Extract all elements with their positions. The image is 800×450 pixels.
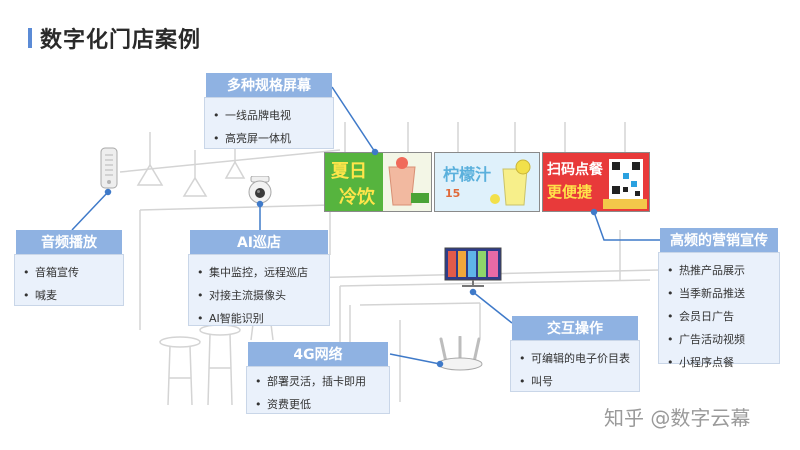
list-item: 集中监控，远程巡店	[189, 261, 329, 284]
monitor-icon	[444, 247, 502, 289]
screen-lemon-price: 15	[445, 187, 461, 200]
list-item: 喊麦	[15, 284, 123, 307]
connector-interactive	[472, 291, 513, 324]
callout-audio-title: 音频播放	[16, 230, 122, 256]
list-item: 音箱宣传	[15, 261, 123, 284]
watermark: 知乎 @数字云幕	[604, 406, 751, 430]
lemon-drink-illustration	[490, 159, 531, 206]
qr-code-icon	[603, 159, 647, 209]
screen-scan-order: 扫码点餐 更便捷	[542, 152, 650, 212]
callout-network-title: 4G网络	[248, 342, 388, 368]
list-item: 会员日广告	[659, 305, 779, 328]
title-accent-bar	[28, 28, 32, 48]
list-item: 部署灵活，插卡即用	[247, 370, 389, 393]
router-icon	[436, 335, 484, 372]
screen-summer-line1: 夏日	[331, 161, 367, 182]
list-item: 资费更低	[247, 393, 389, 416]
callout-screens-title: 多种规格屏幕	[206, 73, 332, 99]
list-item: 小程序点餐	[659, 351, 779, 374]
list-item: 广告活动视频	[659, 328, 779, 351]
connector-marketing	[593, 211, 660, 241]
connector-audio	[71, 191, 109, 231]
connector-screens	[331, 86, 376, 153]
callout-screens-box: 一线品牌电视 高亮屏一体机	[204, 97, 334, 150]
connector-network	[389, 353, 441, 365]
list-item: 对接主流摄像头	[189, 284, 329, 307]
list-item: 热推产品展示	[659, 259, 779, 282]
list-item: 高亮屏一体机	[205, 127, 333, 150]
callout-ai-box: 集中监控，远程巡店 对接主流摄像头 AI智能识别	[188, 254, 330, 330]
callout-marketing-title: 高频的营销宣传	[660, 228, 778, 254]
list-item: 叫号	[511, 370, 639, 393]
list-item: 当季新品推送	[659, 282, 779, 305]
callout-network-box: 部署灵活，插卡即用 资费更低	[246, 366, 390, 416]
speaker-icon	[98, 146, 120, 190]
screen-lemon-title: 柠檬汁	[443, 165, 492, 184]
screen-lemon-juice: 柠檬汁 15	[434, 152, 540, 212]
callout-marketing-box: 热推产品展示 当季新品推送 会员日广告 广告活动视频 小程序点餐	[658, 252, 780, 374]
camera-icon	[247, 175, 273, 204]
page-title: 数字化门店案例	[40, 28, 202, 53]
callout-audio-box: 音箱宣传 喊麦	[14, 254, 124, 307]
list-item: 一线品牌电视	[205, 104, 333, 127]
callout-interactive-title: 交互操作	[512, 316, 638, 342]
screen-scan-line1: 扫码点餐	[547, 162, 603, 178]
list-item: 可编辑的电子价目表	[511, 347, 639, 370]
screen-summer-drinks: 夏日 冷饮	[324, 152, 432, 212]
callout-ai-title: AI巡店	[190, 230, 328, 256]
screen-summer-line2: 冷饮	[339, 187, 375, 208]
callout-interactive-box: 可编辑的电子价目表 叫号	[510, 340, 640, 393]
list-item: AI智能识别	[189, 307, 329, 330]
drink-illustration	[383, 153, 431, 211]
screen-scan-line2: 更便捷	[547, 183, 593, 201]
